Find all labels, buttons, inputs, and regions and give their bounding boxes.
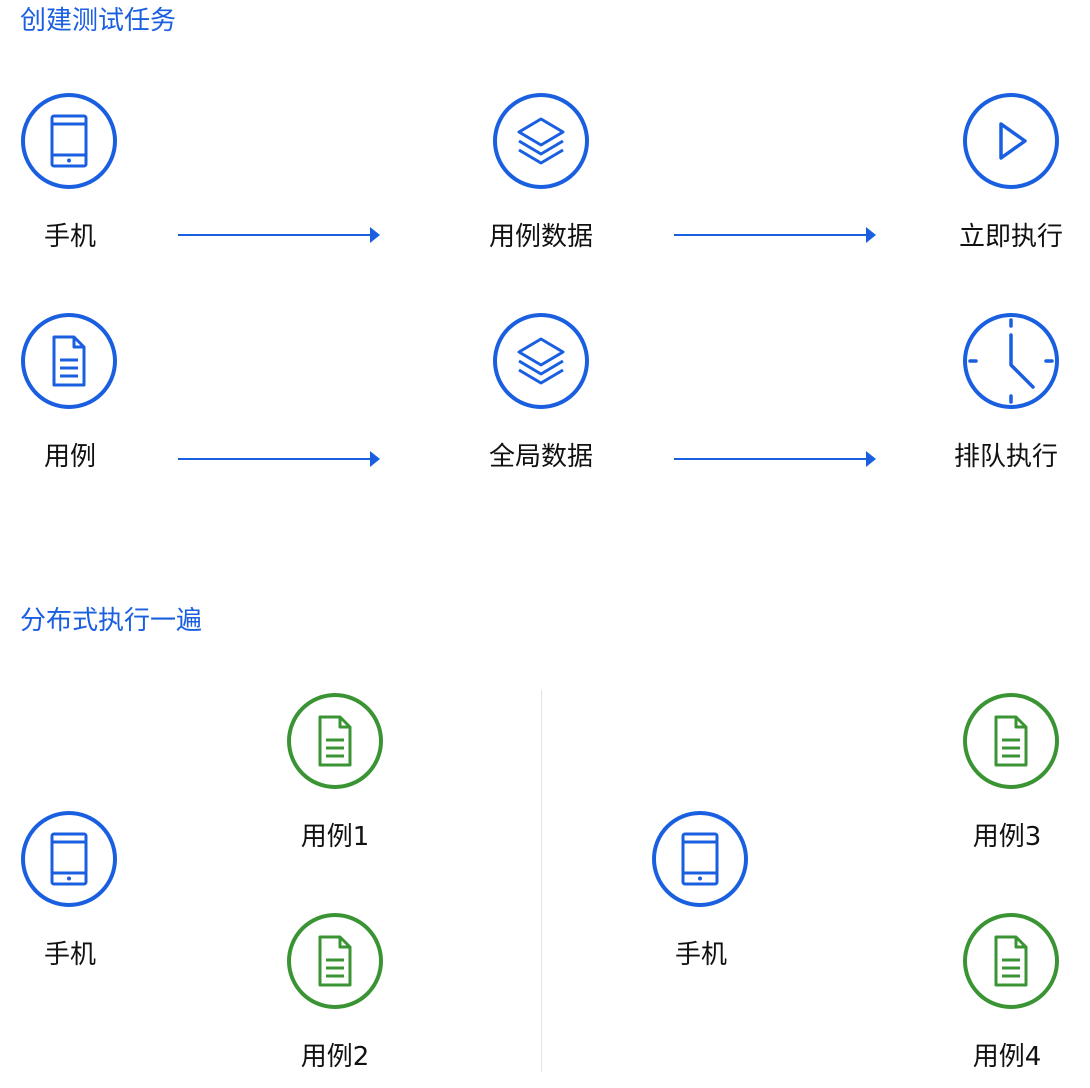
document-icon: [318, 715, 352, 767]
flow-arrow: [674, 227, 876, 243]
case3-node[interactable]: [963, 693, 1059, 789]
phone-node[interactable]: [21, 93, 117, 189]
case4-node[interactable]: [963, 913, 1059, 1009]
case2-node[interactable]: [287, 913, 383, 1009]
global-data-node[interactable]: [493, 313, 589, 409]
phone-icon: [681, 832, 719, 886]
section-title-create-task: 创建测试任务: [20, 6, 177, 36]
document-icon: [52, 335, 86, 387]
phone-icon: [50, 832, 88, 886]
label-case4: 用例4: [972, 1042, 1042, 1072]
document-icon: [994, 935, 1028, 987]
layers-icon: [517, 117, 565, 165]
layers-icon: [517, 337, 565, 385]
play-icon: [999, 122, 1027, 160]
label-phone-right: 手机: [674, 940, 728, 970]
flow-arrow: [178, 227, 380, 243]
label-global-data: 全局数据: [488, 442, 594, 472]
phone-node-left[interactable]: [21, 811, 117, 907]
flow-arrow: [178, 451, 380, 467]
document-icon: [994, 715, 1028, 767]
case-data-node[interactable]: [493, 93, 589, 189]
label-device-phone: 手机: [43, 222, 97, 252]
group-divider: [541, 690, 542, 1072]
label-case1: 用例1: [300, 822, 370, 852]
document-icon: [318, 935, 352, 987]
label-case: 用例: [43, 442, 97, 472]
label-case2: 用例2: [300, 1042, 370, 1072]
clock-icon: [968, 318, 1054, 404]
label-run-now: 立即执行: [958, 222, 1064, 252]
label-case-data: 用例数据: [488, 222, 594, 252]
phone-icon: [50, 114, 88, 168]
section-title-distributed: 分布式执行一遍: [20, 606, 203, 636]
label-queue-run: 排队执行: [953, 442, 1059, 472]
phone-node-right[interactable]: [652, 811, 748, 907]
case-node[interactable]: [21, 313, 117, 409]
label-phone-left: 手机: [43, 940, 97, 970]
label-case3: 用例3: [972, 822, 1042, 852]
case1-node[interactable]: [287, 693, 383, 789]
run-now-node[interactable]: [963, 93, 1059, 189]
flow-arrow: [674, 451, 876, 467]
queue-run-node[interactable]: [963, 313, 1059, 409]
